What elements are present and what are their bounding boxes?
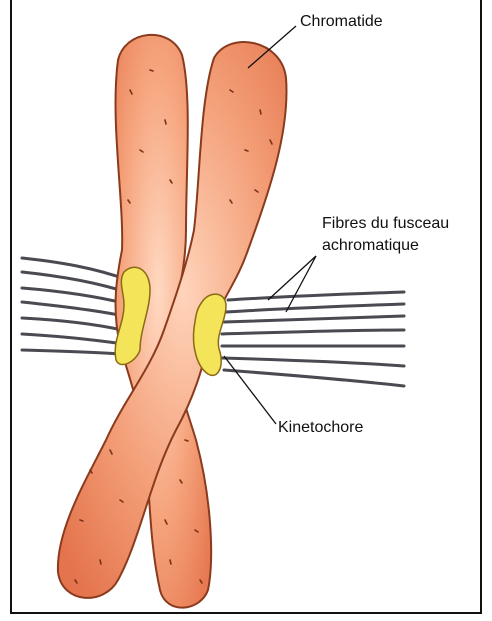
label-kinetochore: Kinetochore bbox=[278, 419, 363, 436]
spindle-fibres-left bbox=[22, 258, 128, 354]
leader-line-fibres-2 bbox=[286, 256, 316, 312]
label-spindle-fibres-line1: Fibres du fusceau bbox=[322, 215, 449, 232]
leader-line-fibres-1 bbox=[268, 256, 316, 300]
label-spindle-fibres-line2: achromatique bbox=[322, 237, 419, 254]
spindle-fibres-right bbox=[222, 292, 404, 386]
leader-line-kinetochore bbox=[224, 356, 276, 424]
label-chromatide: Chromatide bbox=[300, 13, 383, 30]
